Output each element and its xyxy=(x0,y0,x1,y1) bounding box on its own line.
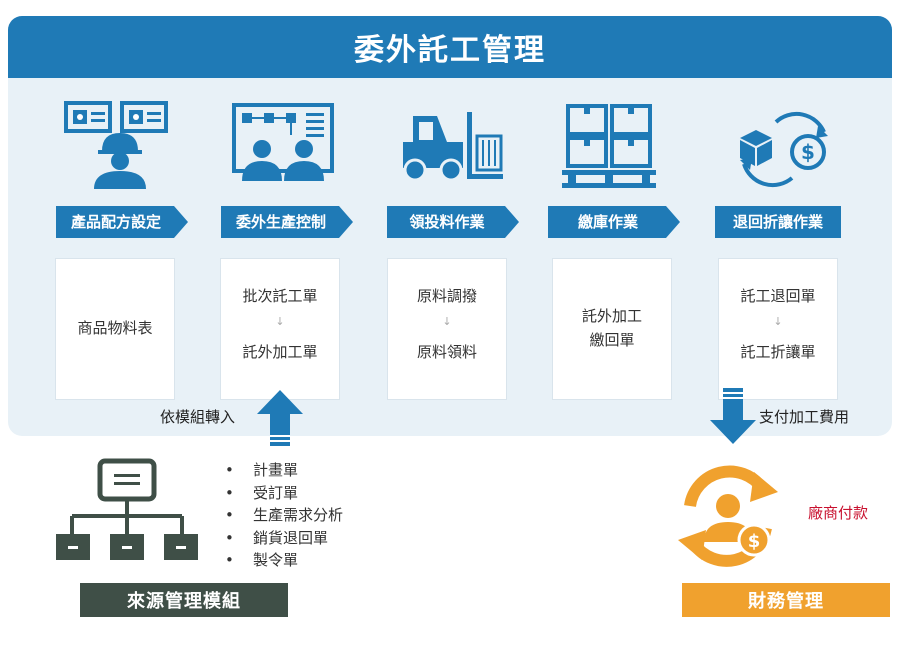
org-chart-icon xyxy=(56,458,198,560)
page-title: 委外託工管理 xyxy=(8,16,892,78)
list-item: 生產需求分析 xyxy=(225,504,343,527)
document-card-2: 批次託工單 ↓ 託外加工單 xyxy=(221,259,339,399)
document-card-3: 原料調撥 ↓ 原料領料 xyxy=(388,259,506,399)
svg-text:$: $ xyxy=(801,140,815,164)
list-item: 製令單 xyxy=(225,549,343,572)
card-line: 繳回單 xyxy=(589,331,635,349)
card-line: 託工退回單 xyxy=(740,287,816,305)
card-line: 商品物料表 xyxy=(77,319,153,337)
stage-label: 產品配方設定 xyxy=(70,213,161,231)
source-module-label: 來源管理模組 xyxy=(80,583,288,617)
card-line: 託工折讓單 xyxy=(740,343,816,361)
list-item: 受訂單 xyxy=(225,482,343,505)
stage-header-3: 領投料作業 xyxy=(387,206,521,238)
engineer-screens-icon xyxy=(64,101,168,189)
stage-label: 繳庫作業 xyxy=(577,213,638,231)
finance-module-label: 財務管理 xyxy=(682,583,890,617)
payment-label: 支付加工費用 xyxy=(759,408,850,426)
up-arrow-icon xyxy=(257,390,303,446)
chevron-arrow-shape xyxy=(56,206,188,238)
box-dollar-icon: $ xyxy=(740,111,828,188)
stage-header-5: 退回折讓作業 xyxy=(715,206,849,238)
svg-text:$: $ xyxy=(748,531,761,552)
card-line: 原料調撥 xyxy=(416,287,477,305)
document-card-1: 商品物料表 xyxy=(56,259,174,399)
stage-header-1: 產品配方設定 xyxy=(56,206,190,238)
list-item: 計畫單 xyxy=(225,459,343,482)
down-arrow-icon: ↓ xyxy=(442,315,452,328)
stage-header-4: 繳庫作業 xyxy=(548,206,682,238)
stage-label: 委外生產控制 xyxy=(235,213,326,231)
list-item: 銷貨退回單 xyxy=(225,527,343,550)
chevron-arrow-shape xyxy=(221,206,353,238)
vendor-payment-label: 廠商付款 xyxy=(808,504,869,522)
forklift-icon xyxy=(403,112,503,182)
pallet-boxes-icon xyxy=(562,104,656,188)
stage-label: 領投料作業 xyxy=(409,213,485,231)
stage-header-2: 委外生產控制 xyxy=(221,206,355,238)
chevron-arrow-shape xyxy=(548,206,680,238)
header-box-shape xyxy=(715,206,841,238)
card-line: 批次託工單 xyxy=(242,287,318,305)
chevron-arrow-shape xyxy=(387,206,519,238)
production-board-icon xyxy=(232,103,334,181)
card-line: 託外加工 xyxy=(581,307,642,325)
card-line: 託外加工單 xyxy=(242,343,318,361)
down-arrow-icon xyxy=(710,388,756,444)
document-card-5: 託工退回單 ↓ 託工折讓單 xyxy=(719,259,837,399)
document-card-4: 託外加工 繳回單 xyxy=(553,259,671,399)
card-line: 原料領料 xyxy=(416,343,477,361)
finance-cycle-icon: $ xyxy=(678,465,778,567)
down-arrow-icon: ↓ xyxy=(275,315,285,328)
stage-label: 退回折讓作業 xyxy=(732,213,823,231)
import-label: 依模組轉入 xyxy=(160,408,236,426)
workflow-panel: 委外託工管理 xyxy=(8,16,892,436)
down-arrow-icon: ↓ xyxy=(773,315,783,328)
source-document-list: 計畫單 受訂單 生產需求分析 銷貨退回單 製令單 xyxy=(225,459,343,572)
